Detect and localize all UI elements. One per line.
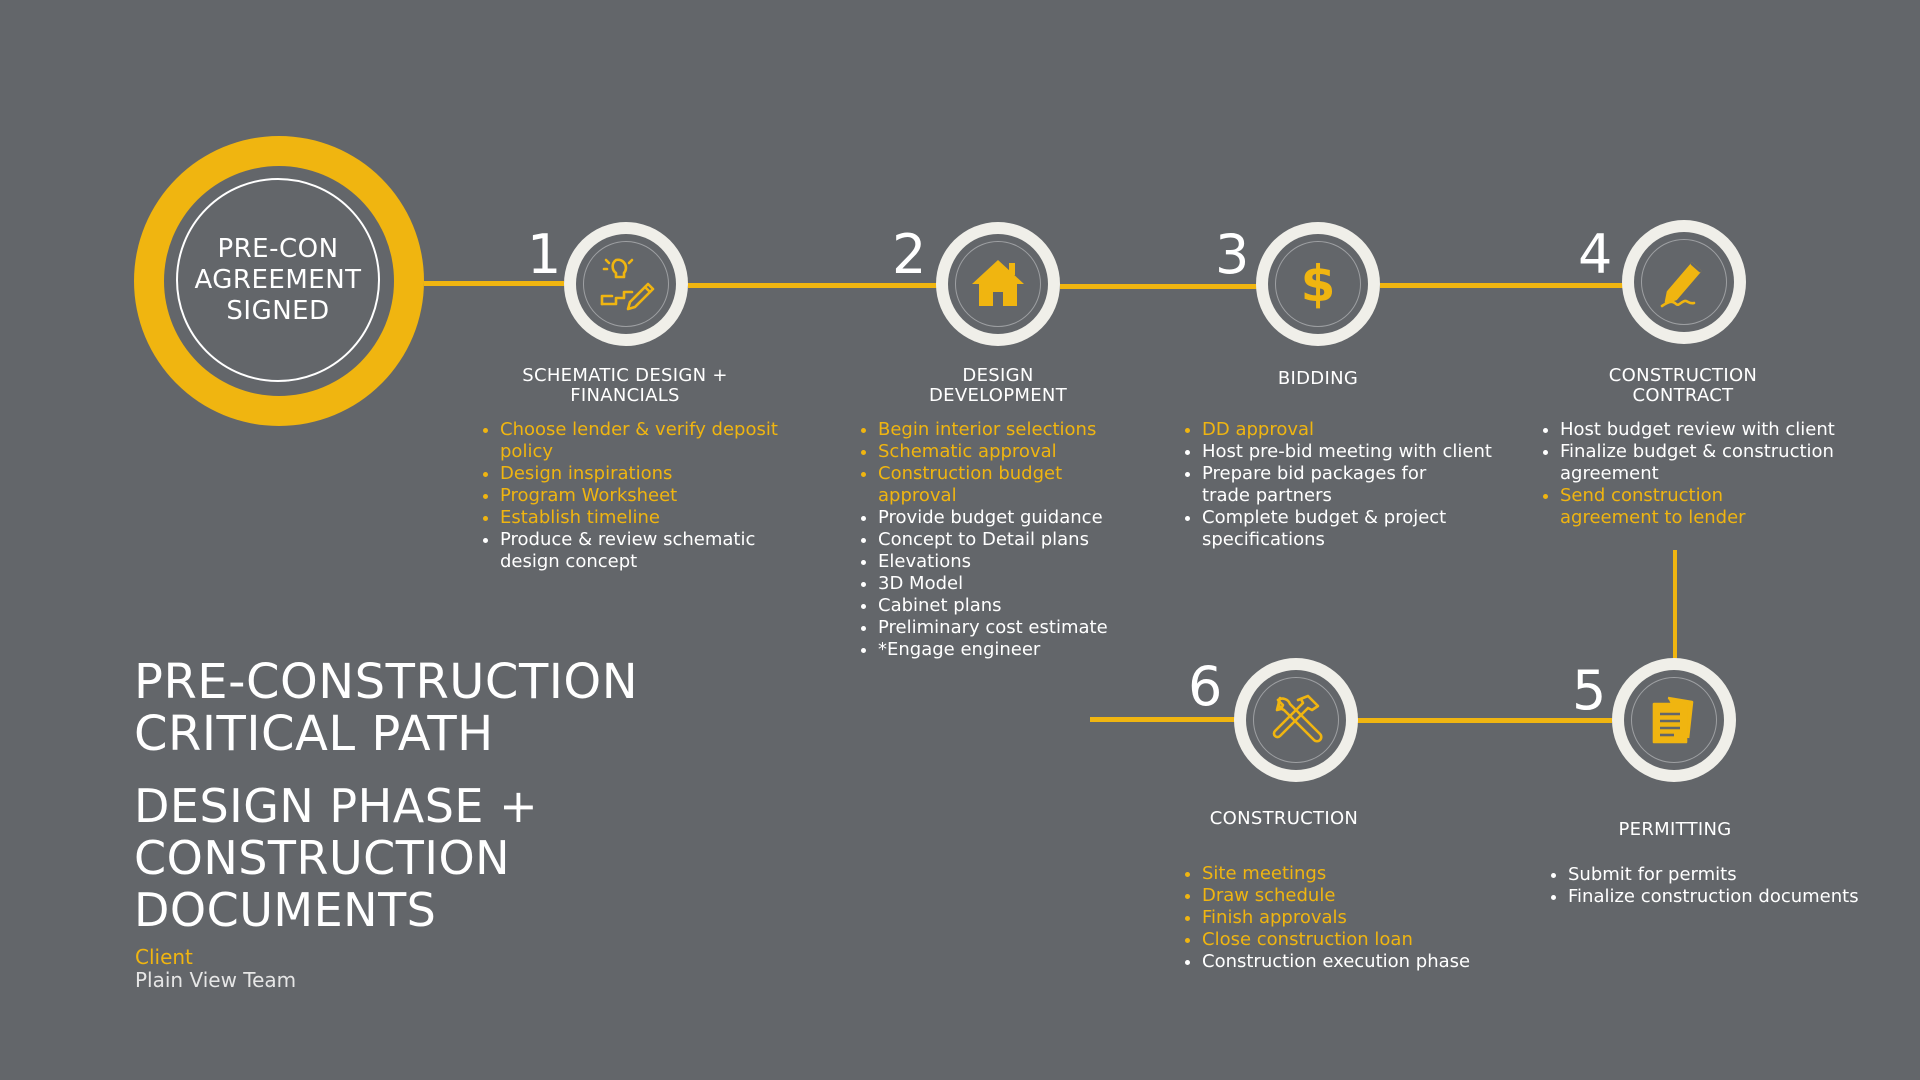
- task-item: Design inspirations: [500, 463, 800, 485]
- page-subtitle: DESIGN PHASE + CONSTRUCTION DOCUMENTS: [134, 780, 694, 936]
- task-item: Program Worksheet: [500, 485, 800, 507]
- page-title: PRE-CONSTRUCTION CRITICAL PATH: [134, 656, 638, 760]
- task-item: Prepare bid packages for trade partners: [1202, 463, 1452, 507]
- step-number-3: 3: [1215, 223, 1250, 286]
- task-list-4: Host budget review with client Finalize …: [1538, 419, 1840, 529]
- step-title-line: CONSTRUCTION: [1209, 808, 1359, 829]
- legend-team: Plain View Team: [135, 968, 297, 992]
- step-title-1: SCHEMATIC DESIGN + FINANCIALS: [495, 366, 755, 406]
- task-list-1: Choose lender & verify deposit policy De…: [478, 419, 800, 573]
- step-number-4: 4: [1578, 223, 1613, 286]
- task-item: Construction execution phase: [1202, 951, 1522, 973]
- step-title-line: CONTRACT: [1632, 385, 1734, 406]
- task-list-2: Begin interior selections Schematic appr…: [856, 419, 1148, 661]
- step-node-5: [1612, 658, 1736, 782]
- connector-4-5: [1673, 550, 1677, 660]
- house-icon: [972, 260, 1024, 306]
- pen-signature-icon: [1660, 262, 1702, 308]
- task-list-5: Submit for permits Finalize construction…: [1546, 864, 1908, 908]
- task-item: Schematic approval: [878, 441, 1148, 463]
- step-number-2: 2: [892, 223, 927, 286]
- task-item: DD approval: [1202, 419, 1492, 441]
- task-item: Elevations: [878, 551, 1148, 573]
- task-item: Choose lender & verify deposit policy: [500, 419, 800, 463]
- step-node-6: [1234, 658, 1358, 782]
- task-item: Draw schedule: [1202, 885, 1522, 907]
- page-subtitle-line: DOCUMENTS: [134, 883, 437, 937]
- task-item: Close construction loan: [1202, 929, 1522, 951]
- svg-text:$: $: [1301, 255, 1336, 313]
- task-item: Complete budget & project specifications: [1202, 507, 1492, 551]
- start-label-line: PRE-CON: [217, 233, 339, 264]
- task-item: Host pre-bid meeting with client: [1202, 441, 1492, 463]
- task-item: Provide budget guidance: [878, 507, 1148, 529]
- connector-2-3: [1060, 284, 1260, 289]
- start-label-line: SIGNED: [226, 295, 330, 326]
- connector-1-2: [688, 283, 938, 288]
- connector-start-1: [424, 281, 564, 286]
- step-node-2: [936, 222, 1060, 346]
- page-title-line: CRITICAL PATH: [134, 706, 494, 762]
- step-title-line: SCHEMATIC DESIGN +: [522, 365, 728, 386]
- step-title-3: BIDDING: [1188, 369, 1448, 389]
- task-item: Construction budget approval: [878, 463, 1068, 507]
- step-title-5: PERMITTING: [1545, 820, 1805, 840]
- step-title-line: FINANCIALS: [570, 385, 680, 406]
- documents-icon: [1652, 696, 1694, 744]
- task-item: *Engage engineer: [878, 639, 1148, 661]
- lightbulb-pencil-icon: [600, 258, 655, 311]
- task-item: Cabinet plans: [878, 595, 1148, 617]
- task-item: Site meetings: [1202, 863, 1522, 885]
- step-title-line: DEVELOPMENT: [929, 385, 1067, 406]
- task-item: Send construction agreement to lender: [1560, 485, 1780, 529]
- connector-5-6: [1356, 718, 1612, 723]
- start-milestone: PRE-CON AGREEMENT SIGNED: [134, 136, 424, 426]
- step-node-1: [564, 222, 688, 346]
- task-item: Finalize budget & construction agreement: [1560, 441, 1840, 485]
- step-node-4: [1622, 220, 1746, 344]
- hammer-wrench-icon: [1272, 694, 1323, 743]
- step-title-4: CONSTRUCTION CONTRACT: [1553, 366, 1813, 406]
- task-item: Preliminary cost estimate: [878, 617, 1148, 639]
- step-title-line: BIDDING: [1277, 368, 1359, 389]
- start-label: PRE-CON AGREEMENT SIGNED: [178, 234, 378, 327]
- step-number-5: 5: [1572, 659, 1607, 722]
- start-label-line: AGREEMENT: [194, 264, 362, 295]
- step-title-line: PERMITTING: [1618, 819, 1732, 840]
- task-list-6: Site meetings Draw schedule Finish appro…: [1180, 863, 1522, 973]
- task-item: Submit for permits: [1568, 864, 1908, 886]
- task-item: 3D Model: [878, 573, 1148, 595]
- page-title-line: PRE-CONSTRUCTION: [134, 654, 639, 710]
- step-number-1: 1: [527, 223, 562, 286]
- legend-client: Client: [135, 945, 193, 969]
- task-item: Host budget review with client: [1560, 419, 1840, 441]
- step-number-6: 6: [1188, 655, 1223, 718]
- step-title-line: DESIGN: [962, 365, 1034, 386]
- page-subtitle-line: DESIGN PHASE +: [134, 779, 539, 833]
- step-title-line: CONSTRUCTION: [1608, 365, 1758, 386]
- task-list-3: DD approval Host pre-bid meeting with cl…: [1180, 419, 1492, 551]
- task-item: Finish approvals: [1202, 907, 1522, 929]
- task-item: Establish timeline: [500, 507, 800, 529]
- step-node-3: $: [1256, 222, 1380, 346]
- dollar-icon: $: [1301, 255, 1336, 313]
- step-title-2: DESIGN DEVELOPMENT: [868, 366, 1128, 406]
- task-item: Produce & review schematic design concep…: [500, 529, 800, 573]
- task-item: Concept to Detail plans: [878, 529, 1148, 551]
- task-item: Finalize construction documents: [1568, 886, 1908, 908]
- connector-3-4: [1380, 283, 1624, 288]
- task-item: Begin interior selections: [878, 419, 1148, 441]
- connector-6-tail: [1090, 717, 1236, 722]
- step-title-6: CONSTRUCTION: [1154, 809, 1414, 829]
- page-subtitle-line: CONSTRUCTION: [134, 831, 511, 885]
